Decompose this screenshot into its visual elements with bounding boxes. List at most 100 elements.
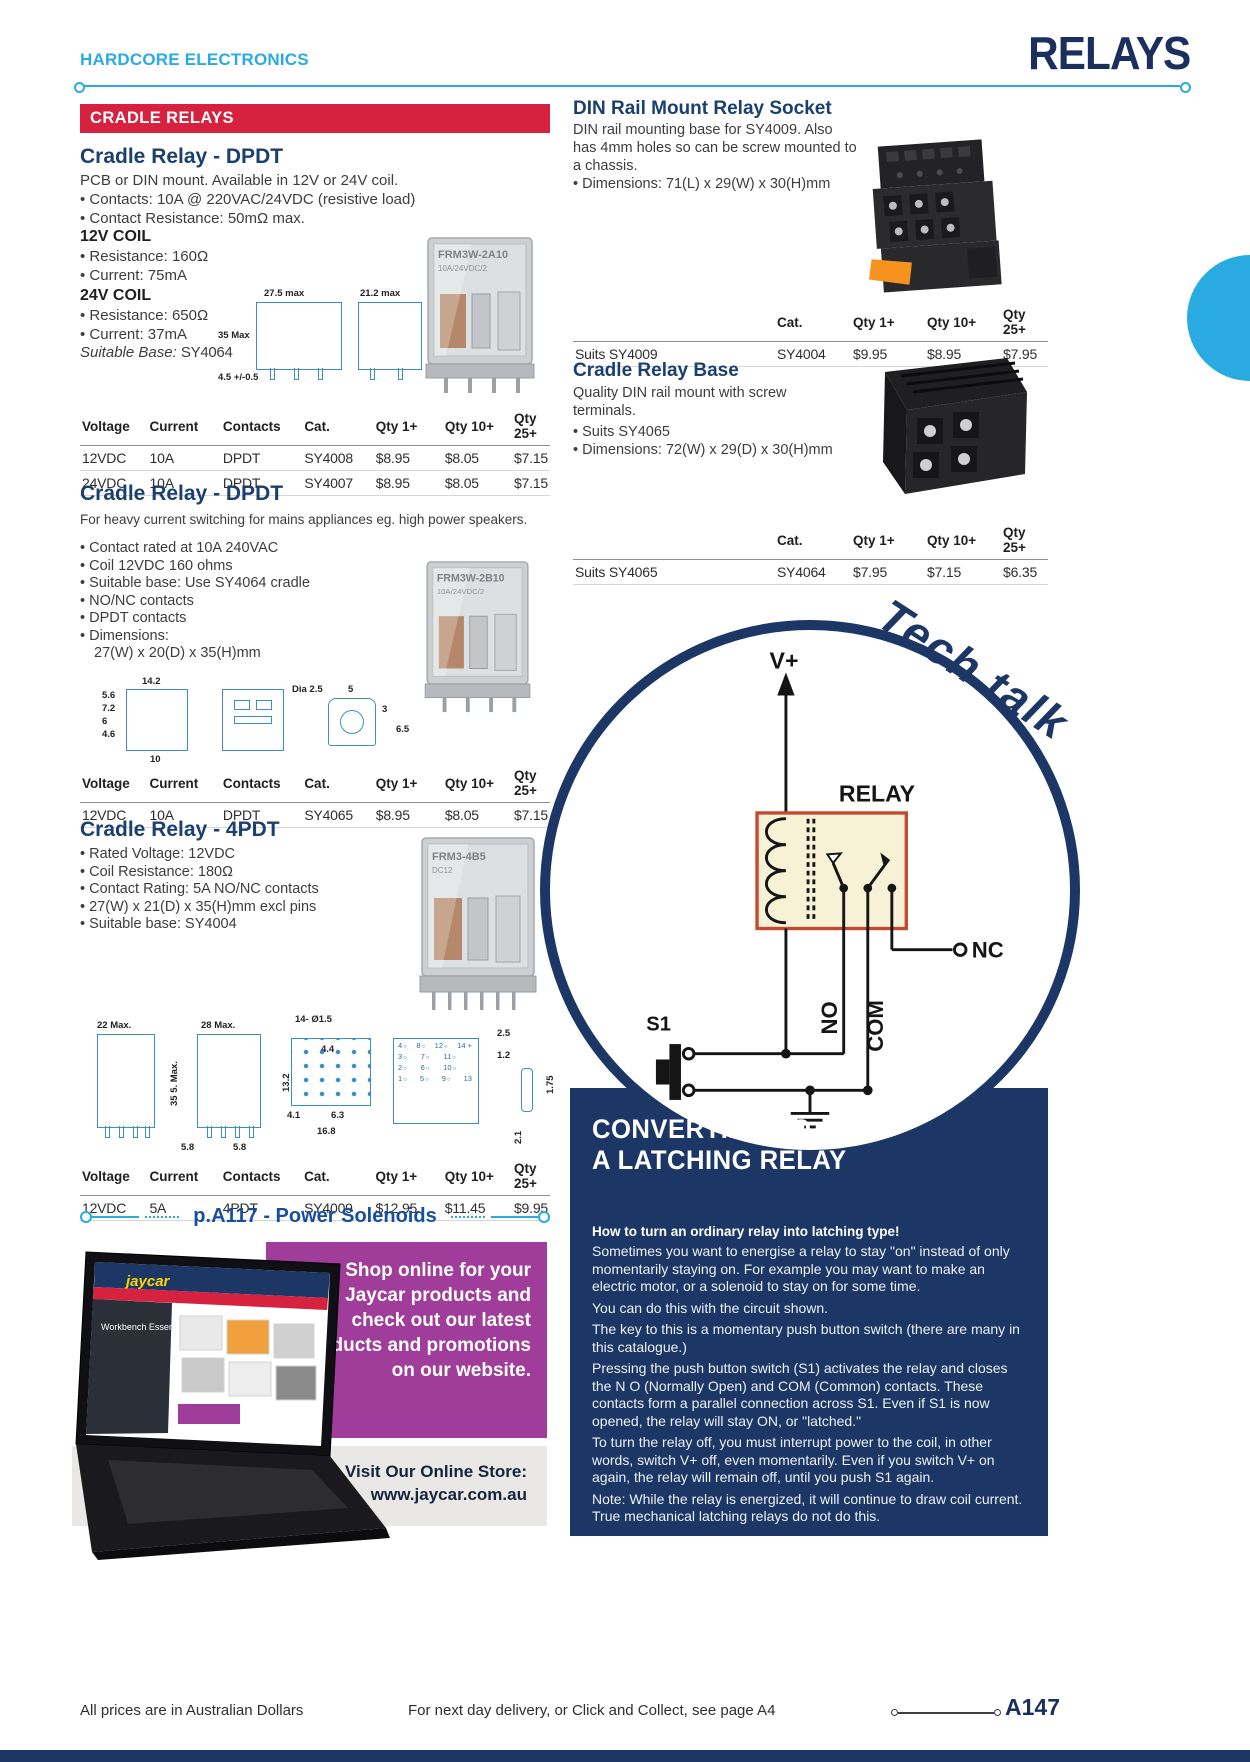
dim-label: 6 xyxy=(102,716,108,727)
promo-text: Shop online for your Jaycar products and… xyxy=(300,1260,531,1381)
table-cell: 12VDC xyxy=(80,445,148,471)
table-cell: $9.95 xyxy=(851,341,925,367)
bullet-item: Coil 12VDC 160 ohms xyxy=(80,558,410,576)
table-header-cell: Qty 10+ xyxy=(442,1158,512,1196)
subhead-12v-coil: 12V COIL xyxy=(80,228,152,245)
schem-pin: 13 xyxy=(463,1074,472,1083)
tech-talk-circle: V+ RELAY NO COM NC S1 xyxy=(540,620,1080,1160)
latching-paragraph: To turn the relay off, you must interrup… xyxy=(592,1434,995,1485)
store-url[interactable]: www.jaycar.com.au xyxy=(370,1485,527,1504)
brand-heading: HARDCORE ELECTRONICS xyxy=(80,50,309,69)
dim-label: 2.5 xyxy=(497,1028,511,1039)
table-cell: $7.15 xyxy=(511,470,550,496)
bullet-list-din-socket: Dimensions: 71(L) x 29(W) x 30(H)mm xyxy=(573,176,873,194)
page-bottom-bar xyxy=(0,1750,1250,1762)
bullet-list-4pdt: Rated Voltage: 12VDCCoil Resistance: 180… xyxy=(80,846,410,934)
latching-circuit-diagram: V+ RELAY NO COM NC S1 xyxy=(646,648,1004,1129)
schem-pin: 2 xyxy=(398,1063,407,1072)
bullet-item: Coil Resistance: 180Ω xyxy=(80,864,410,882)
dim-hole xyxy=(340,710,364,734)
dim-label: 28 Max. xyxy=(201,1020,236,1031)
table-header-cell: Current xyxy=(147,408,221,446)
table-cell: $8.05 xyxy=(442,445,512,471)
dim-pin xyxy=(294,368,299,380)
dimension-diagram-4pdt: 22 Max. 35 5. Max. 28 Max. 5.8 5.8 14- Ø… xyxy=(85,1010,556,1158)
table-cell: 24VDC xyxy=(80,470,148,496)
table-header-cell: Contacts xyxy=(220,408,303,446)
dimension-value: 27(W) x 20(D) x 35(H)mm xyxy=(94,645,261,661)
table-cell: $8.95 xyxy=(373,445,443,471)
dim-label: 1.75 xyxy=(545,1075,556,1095)
dim-label: Dia 2.5 xyxy=(292,684,323,695)
bullet-item: Contact Resistance: 50mΩ max. xyxy=(80,209,500,228)
photo-rating-label: 10A/24VDC/2 xyxy=(438,264,487,273)
section-desc-din-socket: DIN rail mounting base for SY4009. Also … xyxy=(573,122,857,174)
section-title-din-socket: DIN Rail Mount Relay Socket xyxy=(573,98,832,119)
dim-label: 22 Max. xyxy=(97,1020,132,1031)
bullet-list-dpdt1: Contacts: 10A @ 220VAC/24VDC (resistive … xyxy=(80,190,500,228)
table-header-cell xyxy=(573,522,775,560)
bullet-list-12v: Resistance: 160ΩCurrent: 75mA xyxy=(80,247,208,285)
laptop-screen-caption: Workbench Essentials xyxy=(101,1322,190,1332)
table-header-cell: Qty 25+ xyxy=(1001,304,1048,342)
suitable-base-value: SY4064 xyxy=(180,344,233,361)
bullet-item: Dimensions: 71(L) x 29(W) x 30(H)mm xyxy=(573,176,873,194)
section-title-dpdt1: Cradle Relay - DPDT xyxy=(80,145,284,168)
dim-label: 35 5. Max. xyxy=(169,1061,180,1106)
latching-panel xyxy=(570,1088,1048,1536)
subhead-24v-coil: 24V COIL xyxy=(80,287,152,304)
bullet-item: 27(W) x 21(D) x 35(H)mm excl pins xyxy=(80,899,410,917)
table-cell: Suits SY4009 xyxy=(573,341,775,367)
table-header-cell: Cat. xyxy=(302,765,374,803)
table-header-cell: Qty 1+ xyxy=(851,304,925,342)
photo-rating-label: 10A/24VDC/2 xyxy=(437,587,484,596)
table-cell: $7.15 xyxy=(925,559,1001,585)
bullet-item: Suitable base: SY4004 xyxy=(80,916,410,934)
schem-pin: 6 xyxy=(421,1063,430,1072)
photo-model-label: FRM3-4B5 xyxy=(432,851,486,863)
section-desc-dpdt1: PCB or DIN mount. Available in 12V or 24… xyxy=(80,172,399,189)
dim-label: 35 Max xyxy=(218,330,250,341)
product-photo-relay-dpdt1: FRM3W-2A10 10A/24VDC/2 xyxy=(424,236,536,401)
dim-pin xyxy=(207,1126,212,1138)
dim-pin-grid xyxy=(291,1038,371,1106)
dim-pin xyxy=(270,368,275,380)
dim-box xyxy=(358,302,422,370)
suitable-base-label: Suitable Base: xyxy=(80,344,177,361)
dim-label: 4.5 +/-0.5 xyxy=(218,372,259,383)
link-row-dot-right xyxy=(538,1210,550,1223)
dim-label: 21.2 max xyxy=(360,288,401,299)
table-header-cell: Qty 1+ xyxy=(373,1158,443,1196)
table-cell: $8.05 xyxy=(442,802,512,828)
dim-label: 27.5 max xyxy=(264,288,305,299)
bullet-item: Current: 75mA xyxy=(80,266,208,285)
dim-detail xyxy=(234,700,250,710)
table-cell: SY4065 xyxy=(302,802,374,828)
table-header-cell: Current xyxy=(147,1158,221,1196)
dim-label: 4.1 xyxy=(287,1110,301,1121)
footer-rule xyxy=(891,1709,1001,1716)
table-header-cell: Qty 25+ xyxy=(511,1158,550,1196)
table-cell: $7.15 xyxy=(511,445,550,471)
circuit-com-label: COM xyxy=(863,1000,888,1052)
header-rule-dot-left xyxy=(74,82,85,93)
power-solenoids-link[interactable]: p.A117 - Power Solenoids xyxy=(193,1205,437,1227)
schem-pin: 3 xyxy=(398,1052,407,1061)
table-cell: SY4009 xyxy=(302,1195,374,1221)
dim-label: 3 xyxy=(382,704,388,715)
dim-label: 4.6 xyxy=(102,729,116,740)
circuit-s1-label: S1 xyxy=(646,1014,671,1036)
link-row-dot-left xyxy=(80,1210,92,1223)
schem-pin: 8 xyxy=(416,1041,425,1050)
table-header-cell: Cat. xyxy=(775,304,851,342)
latching-body: How to turn an ordinary relay into latch… xyxy=(570,1210,1048,1530)
dim-detail xyxy=(256,700,272,710)
table-header-cell: Voltage xyxy=(80,1158,148,1196)
link-row-dots-left xyxy=(145,1215,180,1218)
photo-model-label: FRM3W-2A10 xyxy=(438,249,508,261)
footer-page-number: A147 xyxy=(1005,1694,1060,1720)
